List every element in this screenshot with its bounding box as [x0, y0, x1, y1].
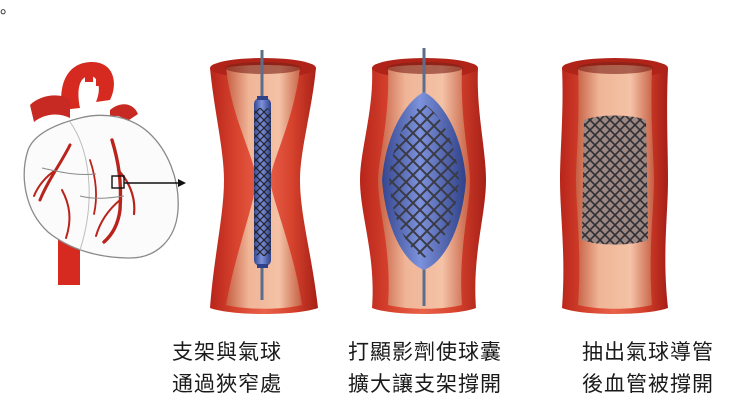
caption-stage-3-line1: 抽出氣球導管: [582, 336, 714, 368]
caption-stage-3: 抽出氣球導管 後血管被撐開: [582, 336, 714, 400]
caption-stage-1-line1: 支架與氣球: [172, 336, 282, 368]
artery-stage-2: [360, 48, 486, 314]
artery-stage-1: [210, 50, 318, 314]
heart-figure: [24, 62, 186, 285]
artery-stage-3: [560, 58, 668, 314]
crimped-stent: [254, 108, 271, 256]
caption-stage-3-line2: 後血管被撐開: [582, 368, 714, 400]
caption-stage-2-line2: 擴大讓支架撐開: [348, 368, 502, 400]
caption-stage-2: 打顯影劑使球囊 擴大讓支架撐開: [348, 336, 502, 400]
caption-stage-1-line2: 通過狹窄處: [172, 368, 282, 400]
caption-stage-1: 支架與氣球 通過狹窄處: [172, 336, 282, 400]
caption-stage-2-line1: 打顯影劑使球囊: [348, 336, 502, 368]
stent-procedure-illustration: [0, 0, 737, 320]
